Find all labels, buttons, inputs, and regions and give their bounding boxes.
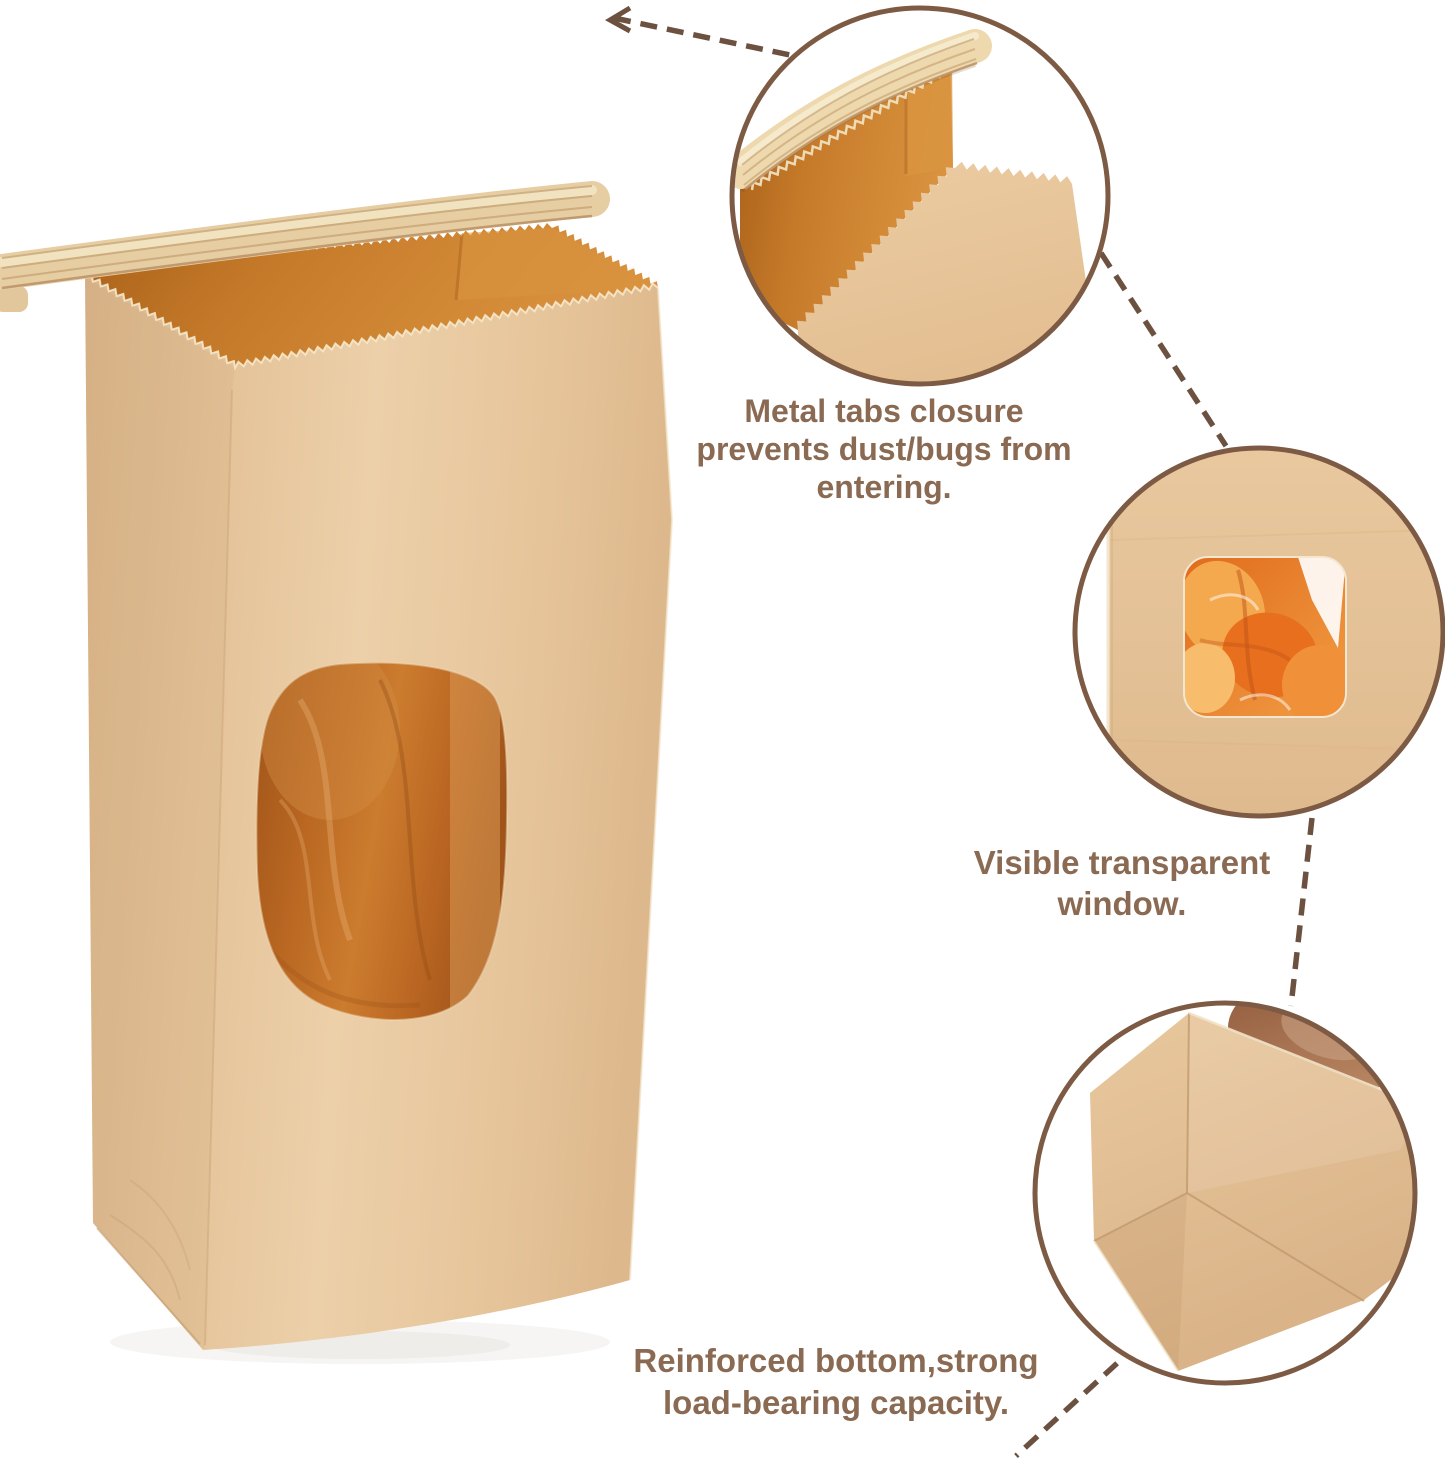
bottom-crease [1186,1012,1190,1194]
zoom-circle-bottom [1032,1000,1418,1386]
side-gusset-shade [85,277,235,1350]
bottom-edge-highlight [1093,1240,1179,1372]
dashed-connector-top-to-mid [1098,251,1229,448]
zoom-bag-bottom [1090,1013,1413,1371]
tin-tie-band [0,181,610,290]
caption-line: prevents dust/bugs from [696,431,1072,467]
window-highlight [260,662,400,820]
bottom-crease [1186,1192,1365,1302]
caption-line: Metal tabs closure [744,393,1024,429]
interior-gusset-corner [454,233,464,301]
zoom-circle-closure [729,5,1111,387]
gusset-crease [204,389,233,1346]
arrowhead-icon [604,5,632,34]
dashed-connectors [613,15,1315,1459]
bottom-facet-light [1187,1013,1413,1193]
caption-visible-window: Visible transparent window. [882,842,1362,924]
paper-bag [0,181,674,1364]
magnifier-ring [1072,445,1445,819]
caption-line: Visible transparent [973,844,1271,881]
caption-reinforced-bottom: Reinforced bottom,strong load-bearing ca… [556,1340,1116,1424]
food-chunk [1184,643,1235,713]
dashed-connector-mid-to-bottom [1288,817,1315,1007]
crinkle-line [109,1214,181,1301]
bottom-fold-crease [96,1227,201,1345]
caption-line: entering. [816,469,952,505]
window-crinkle [297,698,353,942]
magnifier-ring [729,5,1111,387]
caption-line: Reinforced bottom,strong [633,1342,1039,1379]
food-chunk [1282,645,1346,717]
zoom-circle-window [1072,445,1445,819]
magnifier-ring [1032,1000,1418,1386]
caption-line: load-bearing capacity. [663,1384,1009,1421]
zoom-front-wall [797,161,1093,382]
window-cut-edge [255,661,509,1021]
right-edge-highlight [629,287,674,1281]
window-cut-edge [1183,556,1347,718]
dashed-connector-bottom [1014,1342,1139,1459]
film-reflection [1298,557,1346,648]
caption-line: window. [1057,885,1187,922]
bottom-crease [1093,1192,1188,1242]
zoom-window-with-food [1183,556,1347,718]
zoom-interior-gusset [905,58,953,176]
dashed-connector-closure [613,15,791,58]
zoom-interior [740,56,953,330]
tin-tie-highlight [0,185,597,267]
zoom-serrated-edge [750,67,949,191]
window-crinkle [278,798,332,981]
bottom-facet-shade [1094,1193,1187,1371]
crinkle-line [129,1179,191,1271]
caption-metal-tabs: Metal tabs closure prevents dust/bugs fr… [614,392,1154,506]
zoom-tin-tie [734,29,992,190]
tin-tie [0,181,610,312]
window-crinkle [378,679,432,981]
bag-window [255,661,509,1021]
tin-tie-fold-stub [0,286,28,312]
window-crinkle [260,938,421,1009]
interior-gusset-highlight [458,228,658,300]
serrated-edge [84,273,659,372]
